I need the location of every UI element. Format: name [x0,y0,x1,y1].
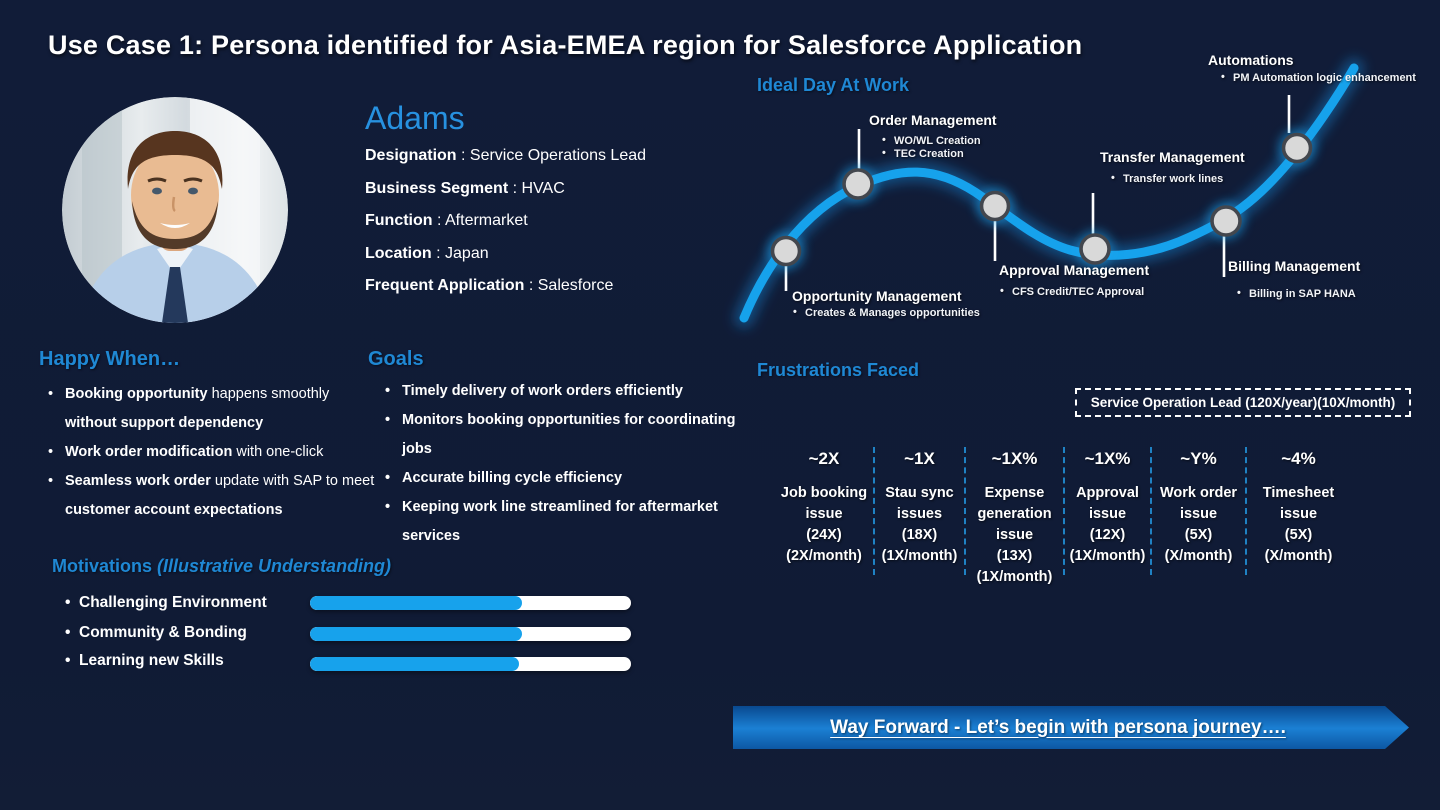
persona-detail-function: Function : Aftermarket [365,212,528,229]
frustration-column: ~2X Job booking issue (24X) (2X/month) [780,449,868,564]
motivations-title: Motivations (Illustrative Understanding) [52,556,392,576]
frustrations-columns: ~2X Job booking issue (24X) (2X/month) ~… [775,447,1355,585]
frustration-column: ~1X Stau sync issues (18X) (1X/month) [873,447,964,575]
goal-item: Accurate billing cycle efficiency [385,464,745,493]
page-title: Use Case 1: Persona identified for Asia-… [48,30,1083,60]
frustration-column: ~4% Timesheet issue (5X) (X/month) [1245,447,1350,575]
milestone-transfer-management: Transfer Management Transfer work lines [1100,149,1245,185]
frustration-column: ~1X% Approval issue (12X) (1X/month) [1063,447,1150,575]
frustration-column: ~1X% Expense generation issue (13X) (1X/… [964,447,1063,585]
node-automations [1281,132,1313,164]
happy-when-item: Booking opportunity happens smoothlywith… [39,380,384,438]
way-forward-banner: Way Forward - Let’s begin with persona j… [733,706,1409,749]
motivation-row: Challenging Environment [65,592,267,614]
goals-title: Goals [368,348,424,370]
goals-list: Timely delivery of work orders efficient… [385,377,745,551]
node-transfer-management [1079,233,1111,265]
persona-detail-location: Location : Japan [365,245,489,262]
motivation-bar [310,627,631,641]
persona-name: Adams [365,100,465,136]
journey-section-title: Ideal Day At Work [757,75,910,95]
motivation-row: Learning new Skills [65,650,224,672]
avatar [62,97,288,323]
node-opportunity-management [770,235,802,267]
frustrations-badge: Service Operation Lead (120X/year)(10X/m… [1075,388,1411,417]
frustrations-title: Frustrations Faced [757,360,920,380]
motivation-bar-fill [310,627,522,641]
goal-item: Keeping work line streamlined for afterm… [385,493,745,551]
persona-detail-application: Frequent Application : Salesforce [365,277,614,294]
happy-when-item: Seamless work order update with SAP to m… [39,467,384,525]
motivation-bar-fill [310,596,522,610]
motivation-bar [310,596,631,610]
frustration-column: ~Y% Work order issue (5X) (X/month) [1150,447,1245,575]
motivation-bar-fill [310,657,519,671]
way-forward-label: Way Forward - Let’s begin with persona j… [830,716,1286,738]
milestone-opportunity-management: Opportunity Management Creates & Manages… [792,288,980,319]
node-order-management [842,168,874,200]
milestone-order-management: Order Management WO/WL Creation TEC Crea… [869,112,997,160]
node-approval-management [979,190,1011,222]
happy-when-item: Work order modification with one-click [39,438,384,467]
happy-when-list: Booking opportunity happens smoothlywith… [39,380,384,525]
persona-detail-segment: Business Segment : HVAC [365,180,565,197]
milestone-billing-management: Billing Management Billing in SAP HANA [1228,258,1360,300]
goal-item: Monitors booking opportunities for coord… [385,406,745,464]
node-billing-management [1210,205,1242,237]
goal-item: Timely delivery of work orders efficient… [385,377,745,406]
milestone-automations: Automations PM Automation logic enhancem… [1208,52,1416,84]
persona-photo-illustration [62,97,288,323]
persona-detail-designation: Designation : Service Operations Lead [365,147,647,164]
happy-when-title: Happy When… [39,348,181,370]
milestone-approval-management: Approval Management CFS Credit/TEC Appro… [999,262,1149,298]
motivation-row: Community & Bonding [65,622,247,644]
motivation-bar [310,657,631,671]
